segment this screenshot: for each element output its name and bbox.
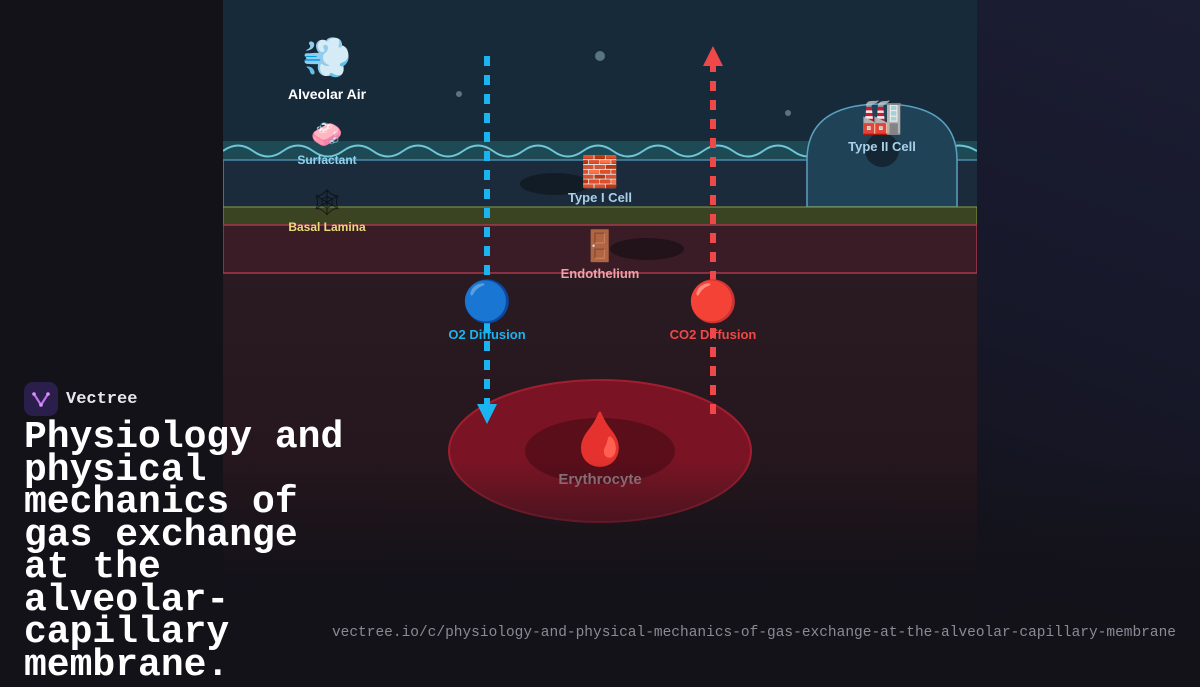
- surfactant-label: Surfactant: [297, 153, 357, 167]
- air-particle: [456, 91, 462, 97]
- endothelium-nucleus: [610, 238, 684, 260]
- blue-circle-icon: 🔵: [462, 279, 512, 325]
- alveolar-air-label: Alveolar Air: [287, 86, 367, 102]
- background-glow: [976, 0, 1200, 675]
- red-circle-icon: 🔴: [688, 279, 738, 325]
- type1-cell-nucleus: [520, 173, 590, 195]
- gas-exchange-diagram: 💨 🧼 🕸 🧱 🏭 🚪 🔵 🔴 🩸 Alveolar Air Surfactan…: [223, 0, 977, 675]
- co2-arrow-head: [703, 46, 723, 66]
- basal-lamina-label: Basal Lamina: [288, 220, 366, 234]
- air-particle: [785, 110, 791, 116]
- erythrocyte-label: Erythrocyte: [558, 471, 642, 488]
- brick-icon: 🧱: [581, 155, 619, 190]
- factory-icon: 🏭: [860, 97, 904, 137]
- endothelium-label: Endothelium: [560, 266, 640, 281]
- soap-icon: 🧼: [310, 120, 344, 150]
- brand-name: Vectree: [66, 389, 138, 409]
- diagram-canvas: [223, 0, 977, 675]
- drop-of-blood-icon: 🩸: [567, 410, 633, 470]
- type2-cell-nucleus: [865, 133, 899, 167]
- type1-cell-label: Type I Cell: [567, 190, 633, 205]
- dashing-away-icon: 💨: [302, 35, 352, 81]
- vectree-logo-icon: [24, 382, 58, 416]
- o2-diffusion-label: O2 Diffusion: [448, 327, 526, 342]
- o2-arrow-head: [477, 404, 497, 424]
- page-url[interactable]: vectree.io/c/physiology-and-physical-mec…: [331, 625, 1176, 641]
- brand[interactable]: Vectree: [24, 382, 137, 416]
- page-title: Physiology and physical mechanics of gas…: [24, 416, 344, 687]
- endothelium-layer: [223, 224, 977, 274]
- air-particle: [595, 51, 605, 61]
- door-icon: 🚪: [581, 229, 619, 264]
- spider-web-icon: 🕸: [310, 188, 344, 218]
- type2-cell-label: Type II Cell: [848, 139, 916, 154]
- co2-diffusion-label: CO2 Diffusion: [669, 327, 757, 342]
